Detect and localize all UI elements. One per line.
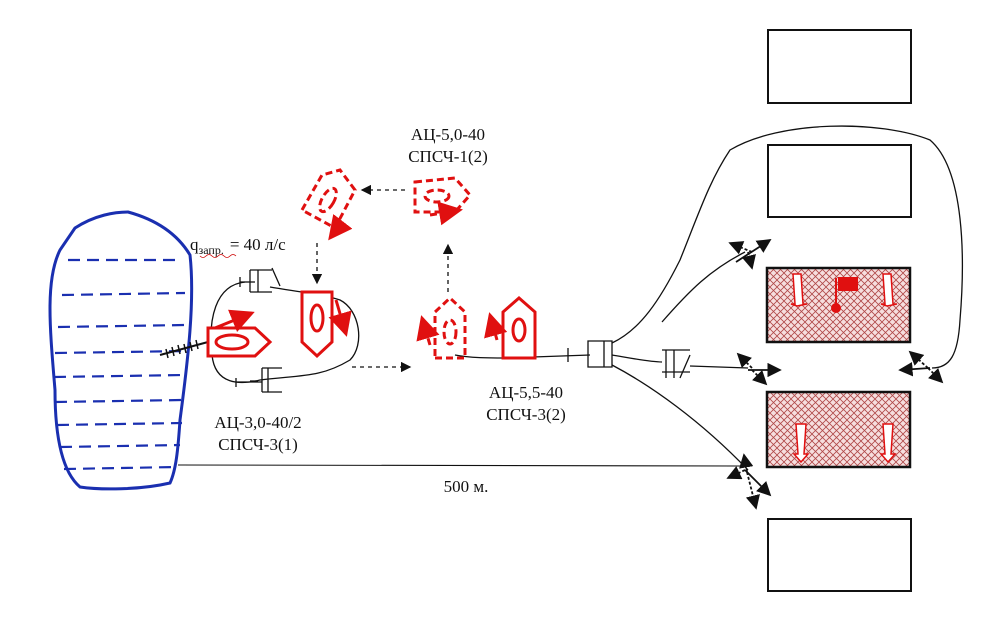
right-unit-crew: СПСЧ-3(2) (486, 405, 566, 424)
truck-top-left (299, 168, 357, 241)
truck-right-arriving (416, 295, 467, 360)
truck-left-horizontal (206, 309, 273, 358)
building-5 (767, 518, 912, 592)
water-source (48, 210, 194, 491)
top-unit-vehicle: АЦ-5,0-40 (411, 125, 485, 144)
distance-label: 500 м. (444, 477, 489, 496)
building-2 (767, 144, 912, 218)
left-unit-crew: СПСЧ-3(1) (218, 435, 298, 454)
flow-symbol: q (190, 235, 199, 254)
flow-value: = 40 л/с (230, 235, 286, 254)
truck-left-vertical (300, 290, 352, 359)
truck-right-active (484, 296, 537, 360)
truck-top-arriving (413, 176, 473, 226)
building-1 (767, 29, 912, 104)
left-unit-label: АЦ-3,0-40/2 СПСЧ-3(1) (214, 413, 301, 454)
burning-building-1 (765, 266, 912, 344)
flow-rate-label: qзапр. = 40 л/с (190, 235, 286, 258)
burning-building-2 (765, 390, 912, 469)
nozzle-arrows (726, 239, 944, 510)
flow-subscript: запр. (199, 243, 224, 257)
top-unit-label: АЦ-5,0-40 СПСЧ-1(2) (408, 125, 488, 166)
top-unit-crew: СПСЧ-1(2) (408, 147, 488, 166)
right-unit-vehicle: АЦ-5,5-40 (489, 383, 563, 402)
right-unit-label: АЦ-5,5-40 СПСЧ-3(2) (486, 383, 566, 424)
svg-text:qзапр.= 40 л/с: qзапр. = 40 л/с (190, 235, 286, 257)
left-unit-vehicle: АЦ-3,0-40/2 (214, 413, 301, 432)
movement-arrows (311, 184, 454, 373)
